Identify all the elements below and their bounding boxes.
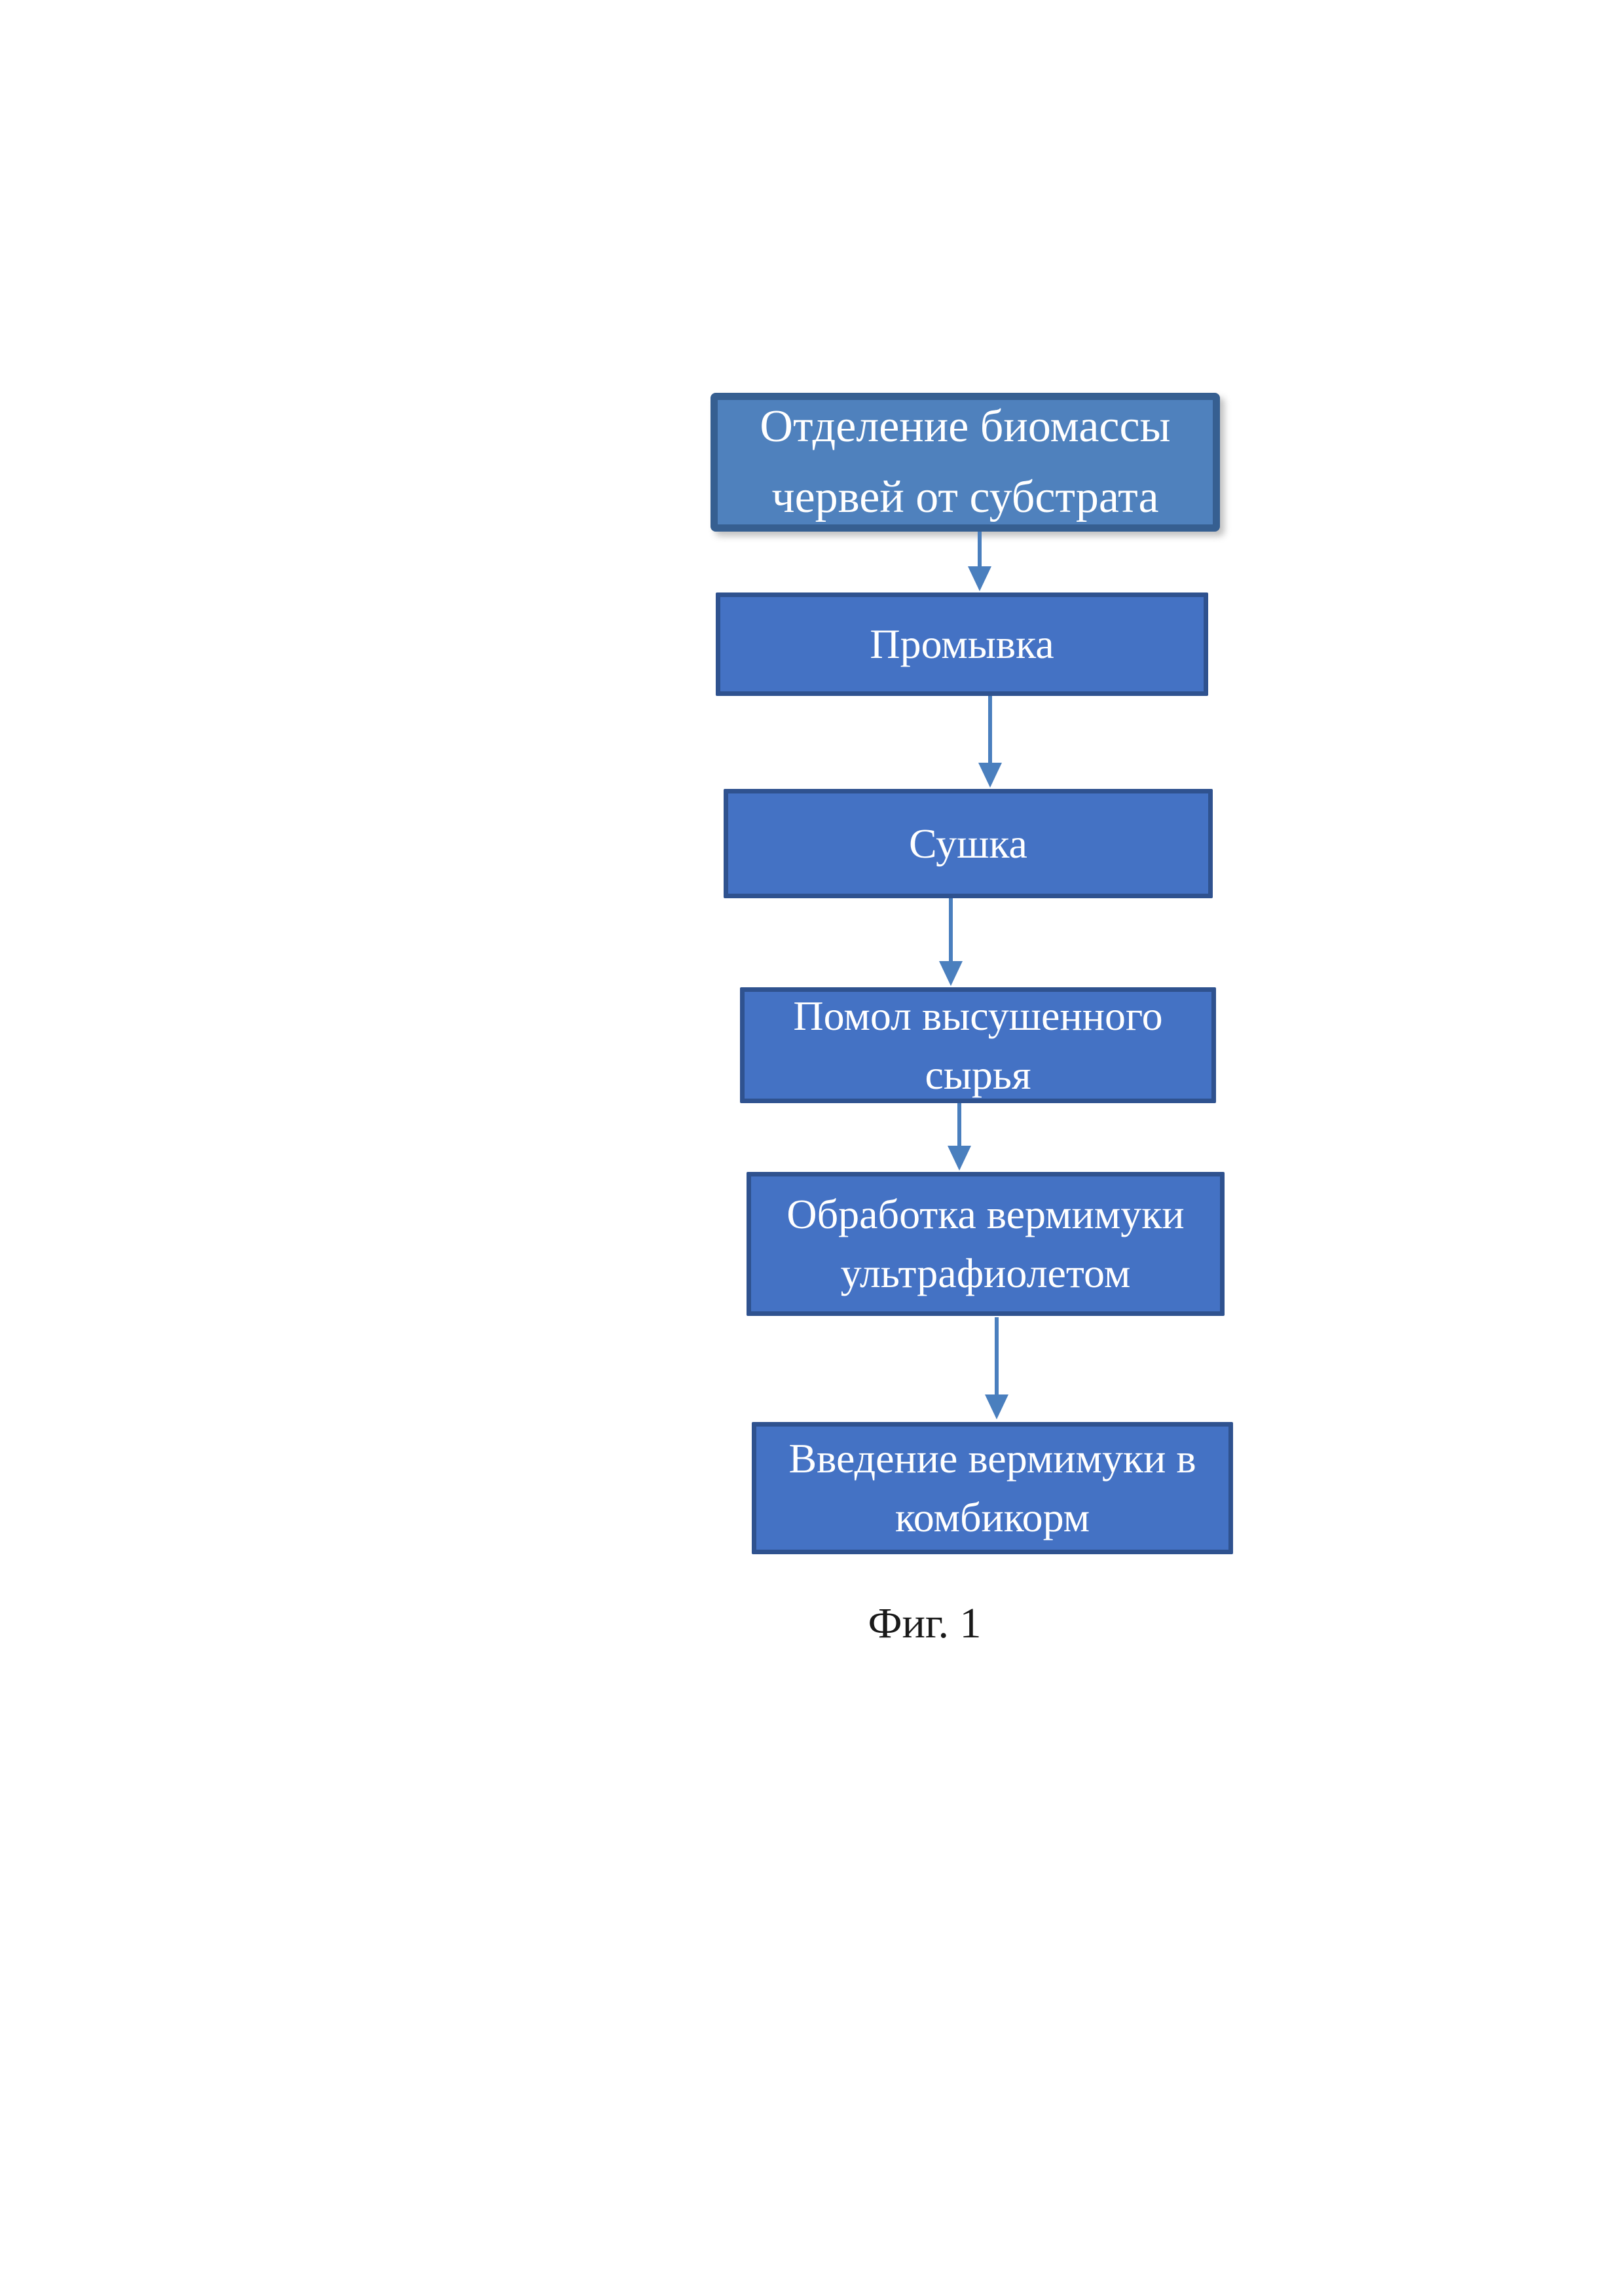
arrow-stem xyxy=(949,898,953,964)
arrow-head-icon xyxy=(985,1394,1008,1419)
flow-node-feed-introduction: Введение вермимуки в комбикорм xyxy=(752,1422,1233,1554)
arrow-stem xyxy=(995,1317,999,1397)
flow-node-drying: Сушка xyxy=(724,789,1213,898)
flow-arrow-3 xyxy=(939,898,963,986)
arrow-head-icon xyxy=(939,961,963,986)
flow-node-label: Сушка xyxy=(909,820,1027,867)
arrow-head-icon xyxy=(948,1146,971,1171)
arrow-head-icon xyxy=(978,763,1002,788)
flow-node-uv-treatment: Обработка вермимуки ультрафиолетом xyxy=(747,1172,1225,1316)
flow-node-label: Отделение биомассы червей от субстрата xyxy=(760,401,1171,523)
flow-arrow-4 xyxy=(948,1103,971,1171)
arrow-stem xyxy=(957,1103,961,1148)
flow-node-label: Помол высушенного сырья xyxy=(793,992,1163,1098)
flow-node-separation: Отделение биомассы червей от субстрата xyxy=(710,393,1220,532)
figure-caption: Фиг. 1 xyxy=(868,1599,982,1647)
flow-arrow-2 xyxy=(978,696,1002,788)
flow-node-label: Введение вермимуки в комбикорм xyxy=(788,1435,1196,1540)
flow-arrow-1 xyxy=(968,532,991,591)
flow-node-label: Промывка xyxy=(870,621,1054,668)
flow-arrow-5 xyxy=(985,1317,1008,1419)
arrow-stem xyxy=(988,696,992,765)
flow-node-grinding: Помол высушенного сырья xyxy=(740,987,1216,1103)
arrow-head-icon xyxy=(968,566,991,591)
flow-node-washing: Промывка xyxy=(716,592,1208,696)
arrow-stem xyxy=(978,532,982,569)
flow-node-label: Обработка вермимуки ультрафиолетом xyxy=(786,1191,1185,1296)
